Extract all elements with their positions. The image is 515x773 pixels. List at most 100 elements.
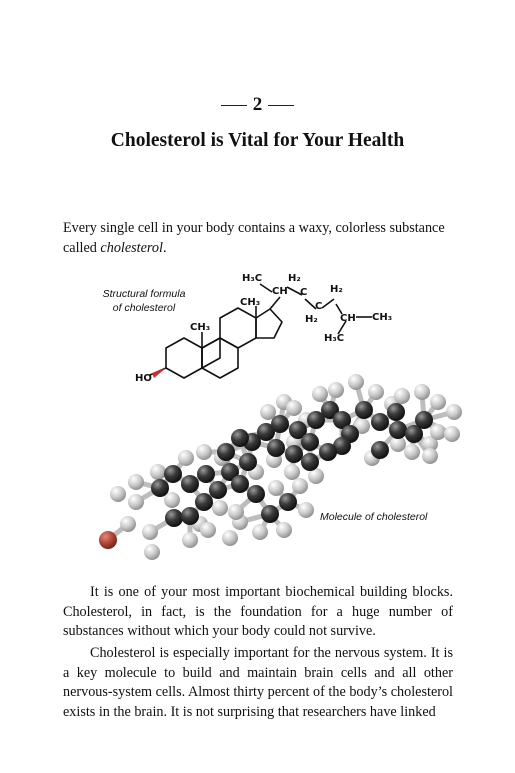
ring-c <box>219 307 257 349</box>
structural-formula <box>149 283 372 379</box>
label-h2-top: H₂ <box>288 273 301 284</box>
hydrogen-atom <box>110 486 126 502</box>
structural-caption: Structural formula of cholesterol <box>84 287 204 315</box>
hydrogen-atom <box>252 524 268 540</box>
carbon-atom <box>389 421 407 439</box>
carbon-atom <box>301 433 319 451</box>
body-paragraph-1: It is one of your most important biochem… <box>63 584 453 640</box>
carbon-atom <box>289 421 307 439</box>
carbon-atom <box>209 481 227 499</box>
hydrogen-atom <box>128 494 144 510</box>
carbon-atom <box>285 445 303 463</box>
side-bond-2 <box>286 286 303 296</box>
hydrogen-atom <box>222 530 238 546</box>
side-bond-1 <box>269 296 281 310</box>
hydrogen-atom <box>312 386 328 402</box>
hydrogen-atom <box>298 502 314 518</box>
hydrogen-atom <box>120 516 136 532</box>
carbon-atom <box>387 403 405 421</box>
label-h2-right: H₂ <box>330 284 343 295</box>
hydrogen-atom <box>276 522 292 538</box>
label-ch3-ring: CH₃ <box>190 322 210 333</box>
carbon-atom <box>257 423 275 441</box>
side-bond-3 <box>304 298 317 310</box>
carbon-atom <box>371 441 389 459</box>
hydrogen-atom <box>394 388 410 404</box>
hydrogen-atom <box>128 474 144 490</box>
hydrogen-atom <box>348 374 364 390</box>
ring-d <box>255 308 283 339</box>
carbon-atom <box>165 509 183 527</box>
hydrogen-atom <box>430 424 446 440</box>
hydrogen-atom <box>446 404 462 420</box>
hydrogen-atom <box>414 384 430 400</box>
molecule-caption: Molecule of cholesterol <box>320 511 428 523</box>
label-h3c-bottom: H₃C <box>324 333 344 344</box>
carbon-atom <box>415 411 433 429</box>
ring-a <box>165 337 203 379</box>
carbon-atom <box>247 485 265 503</box>
hydrogen-atom <box>144 544 160 560</box>
label-h3c-top: H₃C <box>242 273 262 284</box>
structural-caption-line1: Structural formula <box>102 288 186 300</box>
hydrogen-atom <box>292 478 308 494</box>
carbon-atom <box>405 425 423 443</box>
figure-illustration: H₃C H₂ CH₃ CH C H₂ C H₂ CH CH₃ H₃C CH₃ H… <box>99 273 462 560</box>
hydrogen-atom <box>390 436 406 452</box>
carbon-atom <box>231 475 249 493</box>
carbon-atom <box>371 413 389 431</box>
hydrogen-atom <box>260 404 276 420</box>
intro-paragraph: Every single cell in your body contains … <box>63 218 453 258</box>
hydrogen-atom <box>308 468 324 484</box>
intro-text-before: Every single cell in your body contains … <box>63 220 445 256</box>
carbon-atom <box>321 401 339 419</box>
formula-labels: H₃C H₂ CH₃ CH C H₂ C H₂ CH CH₃ H₃C CH₃ H… <box>135 273 392 384</box>
hydrogen-atom <box>150 464 166 480</box>
ho-wedge <box>152 368 166 378</box>
hydrogen-atom <box>368 384 384 400</box>
carbon-atom <box>239 453 257 471</box>
label-h2-lower: H₂ <box>305 314 318 325</box>
carbon-atom <box>164 465 182 483</box>
carbon-atom <box>181 475 199 493</box>
carbon-atom <box>333 437 351 455</box>
carbon-atom <box>221 463 239 481</box>
label-ch-branch: CH <box>340 313 356 324</box>
label-ch3-branch: CH₃ <box>372 312 392 323</box>
chapter-title: Cholesterol is Vital for Your Health <box>110 130 405 151</box>
hydrogen-atom <box>444 426 460 442</box>
label-ch-side: CH <box>272 286 288 297</box>
carbon-atom <box>267 439 285 457</box>
side-bond-5 <box>335 303 343 315</box>
label-ho: HO <box>135 373 152 384</box>
intro-text-after: . <box>162 240 167 256</box>
ch-h3c-bond <box>337 320 347 335</box>
oxygen-atom <box>99 531 117 549</box>
chapter-number-text: 2 <box>252 94 263 115</box>
carbon-atom <box>307 411 325 429</box>
hydrogen-atom <box>182 532 198 548</box>
hydrogen-atom <box>200 522 216 538</box>
hydrogen-atom <box>178 450 194 466</box>
hydrogen-atom <box>268 480 284 496</box>
label-ch3-upper: CH₃ <box>240 297 260 308</box>
chapter-rule-left <box>220 104 247 106</box>
chapter-number: 2 <box>0 94 515 116</box>
carbon-atom <box>151 479 169 497</box>
structural-caption-line2: of cholesterol <box>112 302 176 314</box>
carbon-atom <box>261 505 279 523</box>
h3c-top-bond <box>259 283 273 293</box>
hydrogen-atom <box>430 394 446 410</box>
carbon-atom <box>355 401 373 419</box>
label-c-side: C <box>300 287 307 298</box>
label-c-mid: C <box>315 301 322 312</box>
cholesterol-figure: H₃C H₂ CH₃ CH C H₂ C H₂ CH CH₃ H₃C CH₃ H… <box>80 262 470 577</box>
hydrogen-atom <box>164 492 180 508</box>
carbon-atom <box>279 493 297 511</box>
carbon-atom <box>271 415 289 433</box>
carbon-atom <box>197 465 215 483</box>
hydrogen-atom <box>422 448 438 464</box>
carbon-atom <box>319 443 337 461</box>
side-bond-4 <box>321 298 335 309</box>
hydrogen-atom <box>328 382 344 398</box>
